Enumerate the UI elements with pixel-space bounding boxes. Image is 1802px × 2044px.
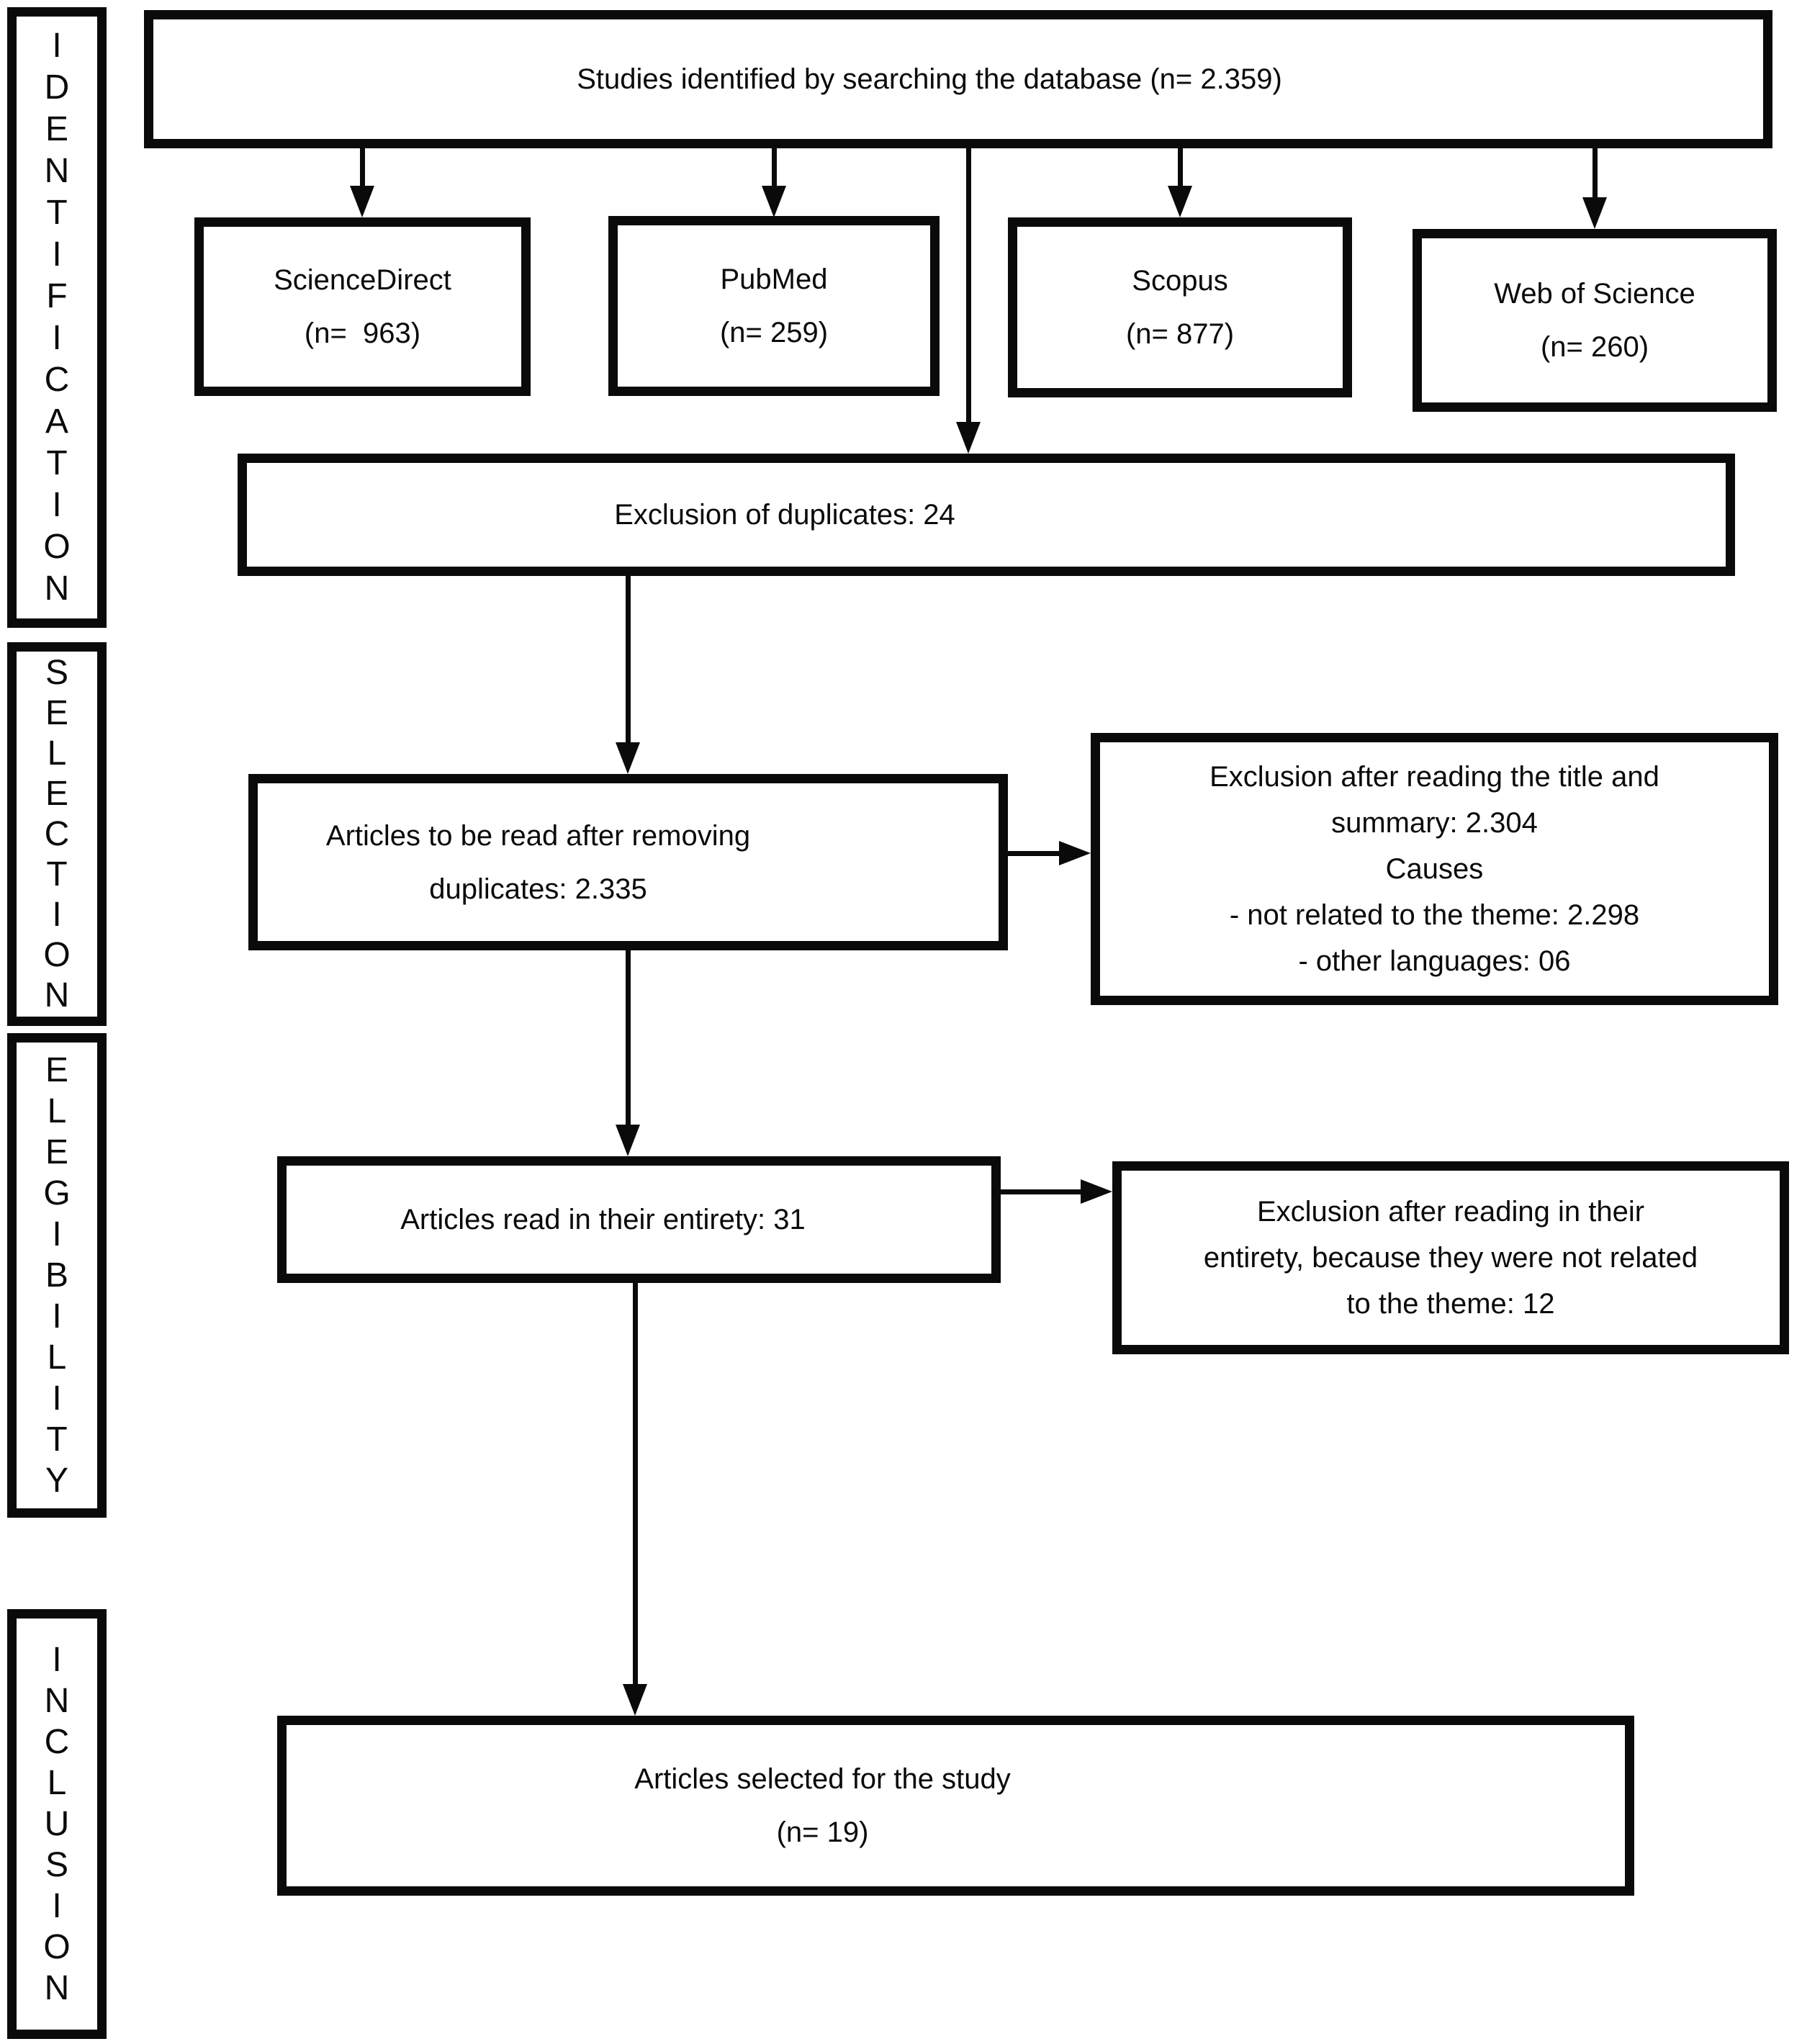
stage-label-inclusion: I N C L U S I O N — [7, 1609, 107, 2039]
arrow-to-pubmed-head — [762, 186, 786, 217]
arrow-to-sciencedirect-shaft — [360, 148, 365, 189]
stage-label-inclusion-text: I N C L U S I O N — [43, 1641, 71, 2007]
source-pubmed-count: (n= 259) — [719, 317, 829, 348]
stage-label-elegibility-text: E L E G I B I L I T Y — [43, 1051, 71, 1500]
box-studies-identified: Studies identified by searching the data… — [144, 10, 1772, 148]
source-sciencedirect-count: (n= 963) — [304, 318, 421, 349]
arrow-to-articles-selected-head — [623, 1684, 647, 1716]
arrow-to-duplicates-shaft — [966, 148, 971, 423]
stage-label-identification-text: I D E N T I F I C A T I O N — [43, 27, 71, 608]
source-webofscience-count: (n= 260) — [1540, 331, 1649, 363]
arrow-to-scopus-head — [1168, 186, 1192, 217]
box-source-pubmed: PubMed (n= 259) — [608, 216, 940, 396]
arrow-to-duplicates-head — [956, 422, 981, 454]
box-articles-selected-text: Articles selected for the study (n= 19) — [634, 1763, 1011, 1848]
source-scopus-count: (n= 877) — [1125, 318, 1235, 350]
arrow-to-scopus-shaft — [1178, 148, 1183, 189]
box-exclusion-duplicates: Exclusion of duplicates: 24 — [238, 454, 1735, 576]
arrow-to-webofscience-head — [1582, 197, 1607, 229]
arrow-to-exclusion-entirety-shaft — [1001, 1189, 1082, 1194]
box-source-sciencedirect: ScienceDirect (n= 963) — [194, 217, 531, 396]
arrow-to-webofscience-shaft — [1592, 148, 1598, 199]
box-articles-selected: Articles selected for the study (n= 19) — [277, 1716, 1634, 1896]
arrow-to-articles-to-read-head — [616, 742, 640, 774]
box-exclusion-entirety-text: Exclusion after reading in their entiret… — [1203, 1196, 1698, 1320]
box-exclusion-title-summary-text: Exclusion after reading the title and su… — [1209, 761, 1659, 977]
arrow-to-sciencedirect-head — [350, 186, 374, 217]
arrow-to-articles-to-read-shaft — [626, 576, 631, 744]
arrow-to-pubmed-shaft — [772, 148, 777, 189]
box-articles-to-read-text: Articles to be read after removing dupli… — [325, 819, 751, 905]
arrow-to-articles-selected-shaft — [633, 1283, 638, 1684]
box-source-scopus: Scopus (n= 877) — [1008, 217, 1352, 397]
box-articles-to-read: Articles to be read after removing dupli… — [248, 774, 1008, 950]
arrow-to-exclusion-entirety-head — [1081, 1179, 1112, 1204]
box-articles-read-entirety: Articles read in their entirety: 31 — [277, 1156, 1001, 1283]
arrow-to-exclusion-title-head — [1059, 841, 1091, 865]
box-exclusion-title-summary: Exclusion after reading the title and su… — [1091, 733, 1778, 1005]
source-pubmed-name: PubMed — [720, 264, 828, 295]
stage-label-selection-text: S E L E C T I O N — [43, 653, 71, 1014]
stage-label-elegibility: E L E G I B I L I T Y — [7, 1033, 107, 1518]
source-scopus-name: Scopus — [1132, 265, 1228, 297]
box-source-webofscience: Web of Science (n= 260) — [1413, 229, 1777, 412]
box-exclusion-entirety: Exclusion after reading in their entiret… — [1112, 1161, 1789, 1354]
arrow-to-exclusion-title-shaft — [1008, 851, 1060, 856]
box-articles-read-entirety-text: Articles read in their entirety: 31 — [400, 1204, 806, 1235]
box-exclusion-duplicates-text: Exclusion of duplicates: 24 — [614, 499, 955, 531]
source-webofscience-name: Web of Science — [1494, 278, 1695, 310]
source-sciencedirect-name: ScienceDirect — [274, 264, 451, 296]
stage-label-selection: S E L E C T I O N — [7, 642, 107, 1026]
arrow-to-articles-read-head — [616, 1125, 640, 1156]
box-studies-identified-text: Studies identified by searching the data… — [577, 63, 1282, 95]
arrow-to-articles-read-shaft — [626, 950, 631, 1125]
stage-label-identification: I D E N T I F I C A T I O N — [7, 7, 107, 628]
